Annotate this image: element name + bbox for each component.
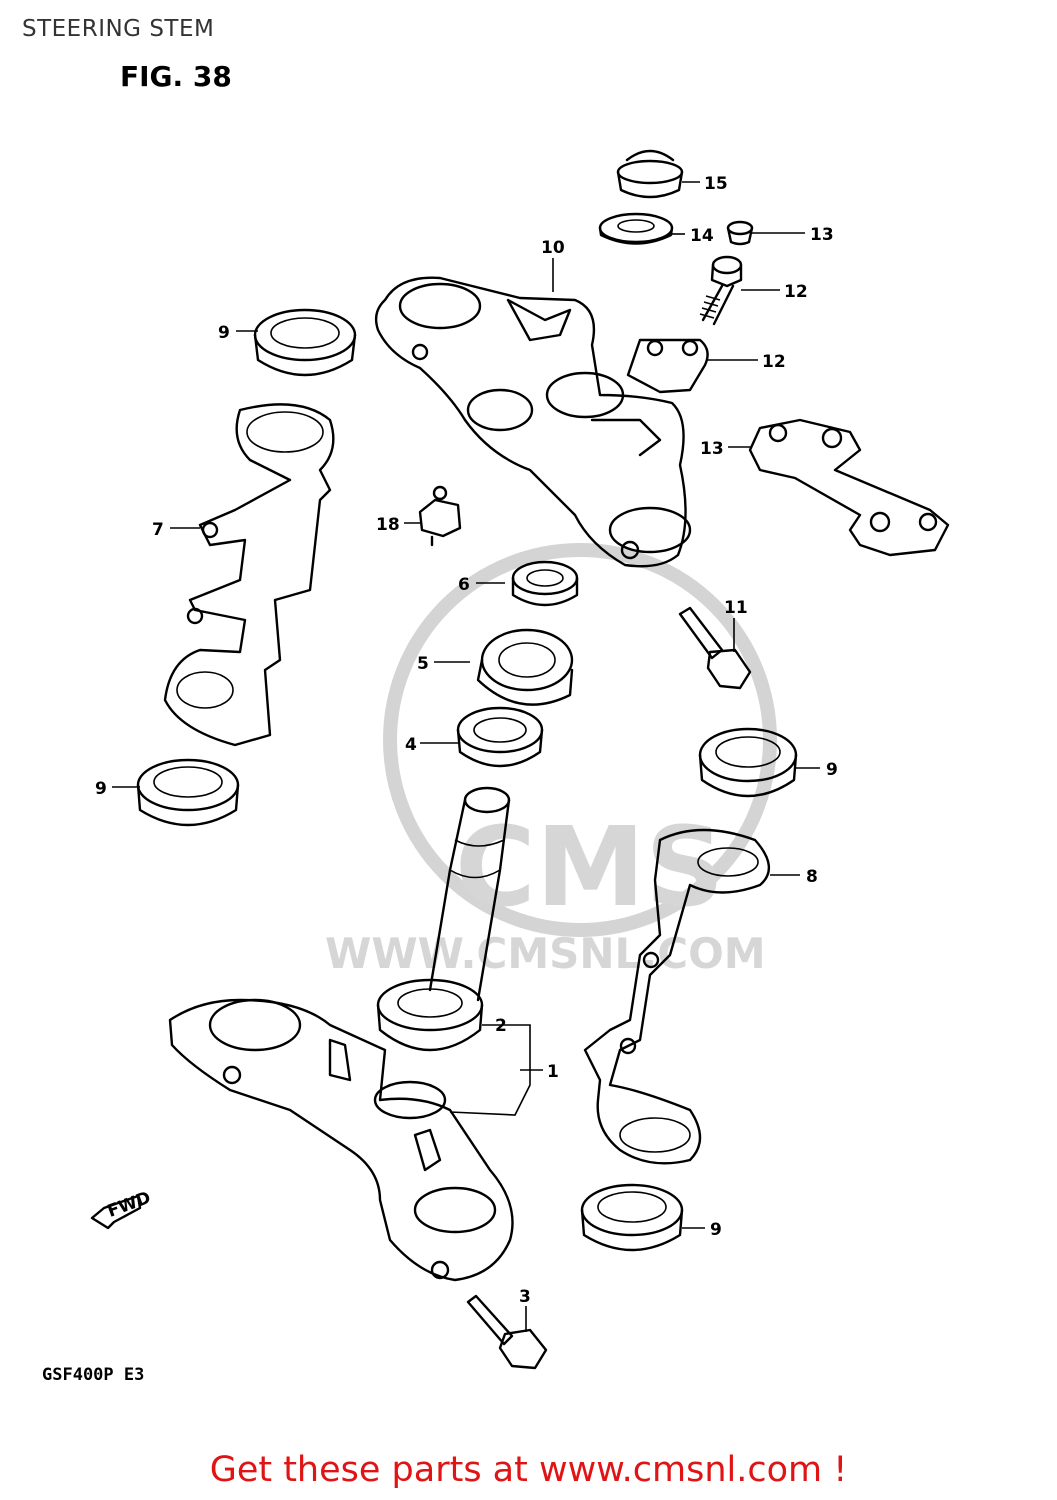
watermark-mark: CMS — [455, 803, 724, 931]
part-7-bracket — [163, 403, 335, 747]
part-11-bolt — [678, 606, 752, 690]
part-17-cap — [616, 149, 684, 199]
part-8-bracket — [583, 828, 770, 1165]
part-12-clamp — [626, 338, 709, 394]
callout-9-lower-right: 9 — [710, 1220, 722, 1240]
callout-10: 10 — [541, 238, 565, 258]
part-13-holder — [748, 418, 950, 557]
footer-link[interactable]: Get these parts at www.cmsnl.com ! — [209, 1450, 848, 1490]
callout-7: 7 — [152, 520, 164, 540]
part-4-bearing — [456, 706, 544, 768]
callout-14: 12 — [784, 282, 808, 302]
fwd-label: FWD — [105, 1188, 154, 1222]
part-14-bolt — [699, 255, 743, 326]
part-9-seal-upper-left — [253, 308, 357, 377]
callout-4: 4 — [405, 735, 417, 755]
part-18-grommet — [418, 485, 462, 547]
figure-label: FIG. 38 — [120, 60, 232, 93]
part-10-upper-bracket — [374, 276, 692, 568]
callout-12: 12 — [762, 352, 786, 372]
callout-5: 5 — [417, 654, 429, 674]
part-3-bolt — [466, 1294, 548, 1370]
callout-2: 2 — [495, 1016, 507, 1036]
part-6-nut — [511, 560, 579, 607]
fwd-arrow-icon: FWD — [90, 1188, 154, 1230]
part-1-steering-stem — [168, 786, 514, 1282]
callout-3: 3 — [519, 1287, 531, 1307]
callout-9-upper-left: 9 — [218, 323, 230, 343]
callout-8: 8 — [806, 867, 818, 887]
watermark-url: WWW.CMSNL.COM — [325, 929, 766, 978]
callout-16: 14 — [690, 226, 714, 246]
callout-15: 13 — [810, 225, 834, 245]
part-15-small-cap — [726, 220, 754, 246]
part-16-washer — [598, 212, 674, 245]
callout-9-right: 9 — [826, 760, 838, 780]
part-9-seal-lower-right — [580, 1183, 684, 1252]
model-code: GSF400P E3 — [42, 1365, 145, 1385]
callout-18: 18 — [376, 515, 400, 535]
page-title: STEERING STEM — [22, 16, 215, 42]
part-9-seal-right — [698, 727, 798, 798]
leader-lines — [112, 181, 820, 1332]
part-2-bearing — [376, 978, 484, 1052]
callout-numbers: 15 14 13 12 10 12 13 9 7 18 6 11 5 4 9 9… — [95, 174, 838, 1307]
part-9-seal-left — [136, 758, 240, 827]
callout-1: 1 — [547, 1062, 559, 1082]
callout-13: 13 — [700, 439, 724, 459]
callout-6: 6 — [458, 575, 470, 595]
callout-17: 15 — [704, 174, 728, 194]
callout-9-left: 9 — [95, 779, 107, 799]
part-5-seal — [476, 628, 574, 706]
callout-11: 11 — [724, 598, 748, 618]
watermark: CMS WWW.CMSNL.COM — [325, 543, 777, 978]
